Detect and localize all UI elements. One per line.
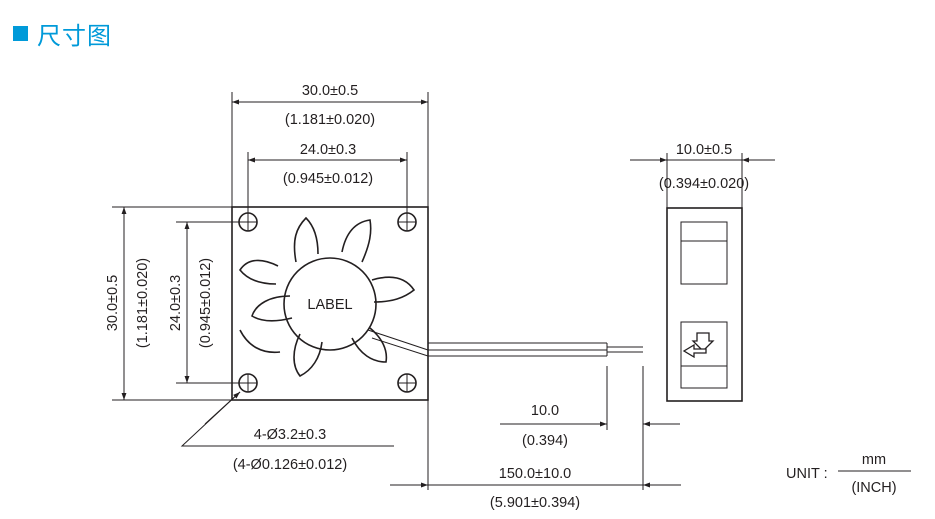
- fan-hub: [283, 257, 377, 351]
- fan-blades: [239, 216, 416, 378]
- units-primary: mm: [862, 452, 886, 468]
- cable-length-mm: 150.0±10.0: [499, 466, 571, 482]
- section-header: 尺寸图: [13, 18, 112, 50]
- cable-length-in: (5.901±0.394): [490, 495, 580, 511]
- hole-diameter-in: (4-Ø0.126±0.012): [233, 457, 347, 473]
- section-title: 尺寸图: [37, 21, 112, 50]
- height-mm: 30.0±0.5: [105, 275, 121, 331]
- label-text: LABEL: [307, 297, 352, 313]
- side-view: [666, 207, 743, 402]
- header-square-icon: [13, 26, 28, 41]
- hole-pitch-in: (0.945±0.012): [283, 171, 373, 187]
- thickness-mm: 10.0±0.5: [676, 142, 732, 158]
- height-in: (1.181±0.020): [135, 258, 151, 348]
- rotation-arrow-icon: [682, 343, 707, 359]
- fan-frame: [231, 206, 429, 401]
- hole-diameter-mm: 4-Ø3.2±0.3: [254, 427, 326, 443]
- fan-cable: [428, 342, 643, 357]
- vert-pitch-mm: 24.0±0.3: [168, 275, 184, 331]
- airflow-arrow-icon: [691, 332, 715, 352]
- thickness-in: (0.394±0.020): [659, 176, 749, 192]
- units-legend: UNIT : mm (INCH): [786, 452, 911, 496]
- strip-length-in: (0.394): [522, 433, 568, 449]
- units-prefix: UNIT :: [786, 466, 828, 482]
- vert-pitch-in: (0.945±0.012): [198, 258, 214, 348]
- front-view: LABEL: [231, 206, 429, 401]
- width-mm: 30.0±0.5: [302, 83, 358, 99]
- side-frame: [666, 207, 743, 402]
- width-in: (1.181±0.020): [285, 112, 375, 128]
- hole-pitch-mm: 24.0±0.3: [300, 142, 356, 158]
- strip-length-mm: 10.0: [531, 403, 559, 419]
- units-secondary: (INCH): [851, 480, 896, 496]
- mounting-holes: [238, 212, 417, 393]
